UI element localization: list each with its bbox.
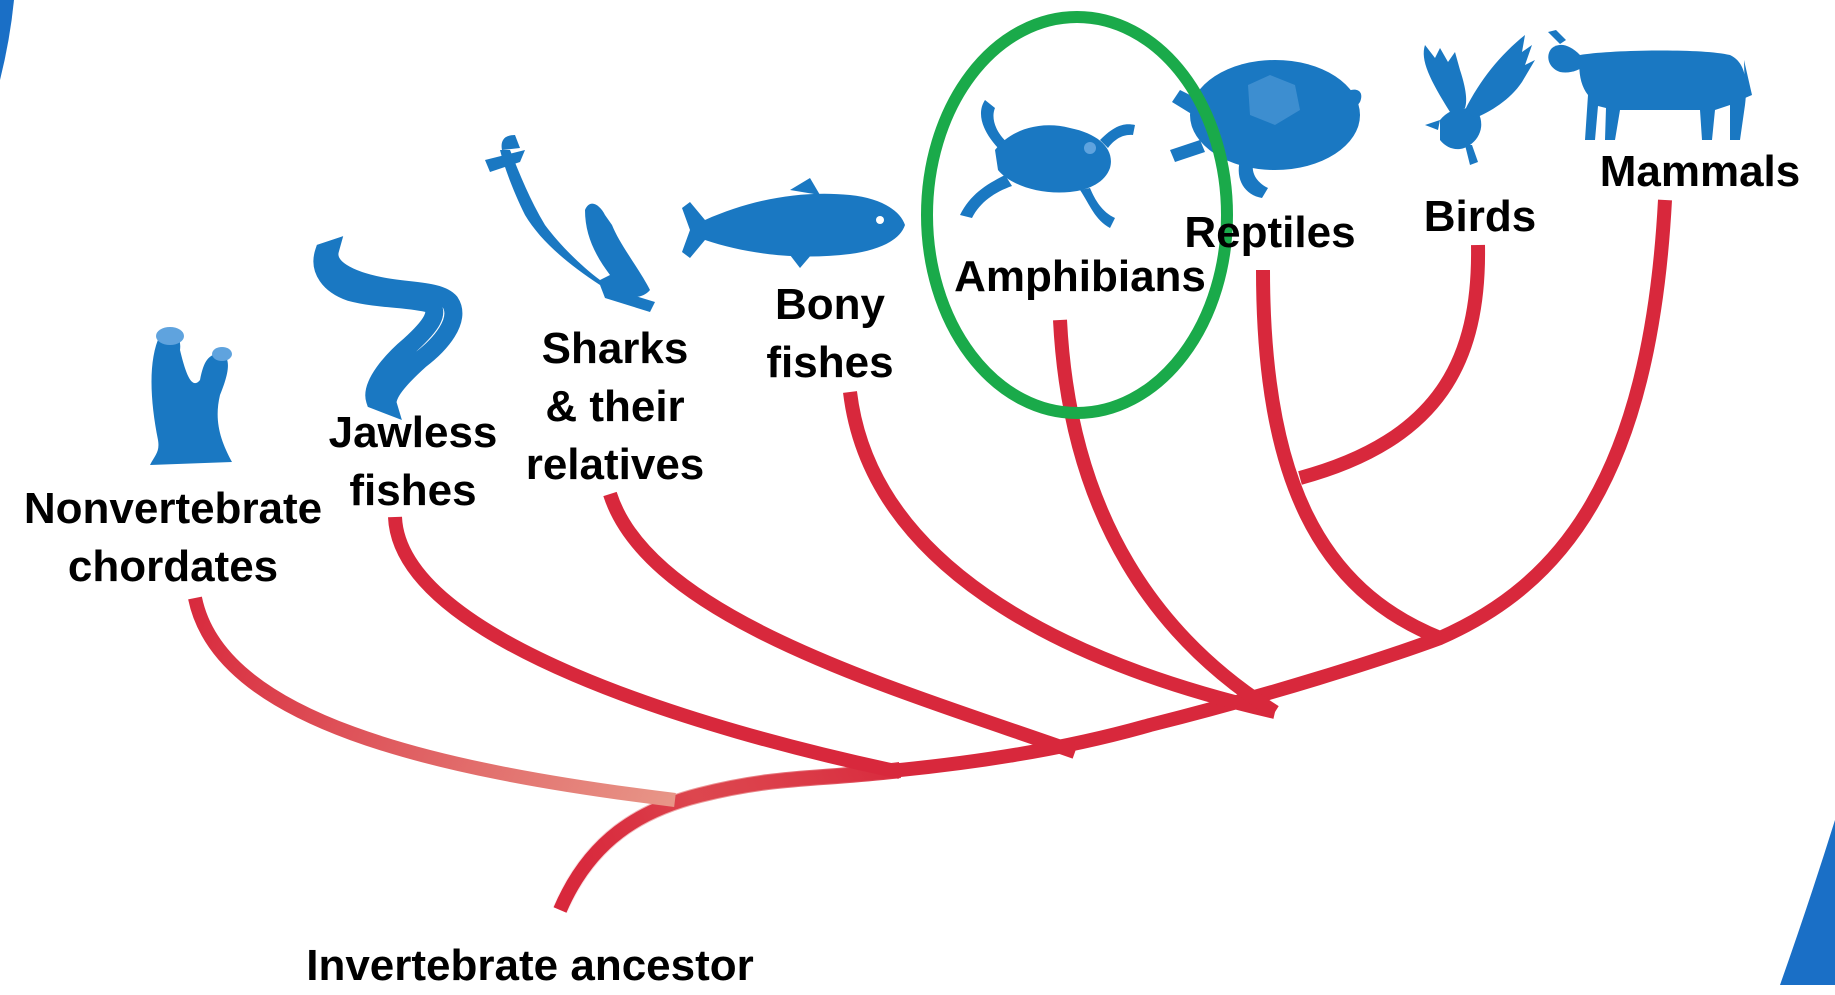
tuna-icon bbox=[682, 178, 905, 268]
frog-icon bbox=[960, 100, 1135, 228]
cow-icon bbox=[1548, 30, 1752, 140]
turtle-icon bbox=[1170, 60, 1361, 198]
bird-icon bbox=[1424, 35, 1535, 165]
lamprey-icon bbox=[322, 250, 453, 405]
corner-swoosh-decoration bbox=[1780, 820, 1835, 985]
label-mammals: Mammals bbox=[1575, 143, 1825, 201]
branch-nonvertebrate-chordates bbox=[195, 598, 675, 800]
label-birds: Birds bbox=[1395, 188, 1565, 246]
label-invertebrate-ancestor: Invertebrate ancestor bbox=[270, 937, 790, 995]
hammerhead-shark-icon bbox=[485, 135, 655, 312]
corner-swoosh-decoration bbox=[0, 0, 14, 80]
sea-squirt-icon bbox=[150, 327, 232, 465]
trunk-branch bbox=[560, 200, 1665, 910]
branch-reptiles-birds-join bbox=[1300, 245, 1478, 478]
label-reptiles: Reptiles bbox=[1175, 204, 1365, 262]
